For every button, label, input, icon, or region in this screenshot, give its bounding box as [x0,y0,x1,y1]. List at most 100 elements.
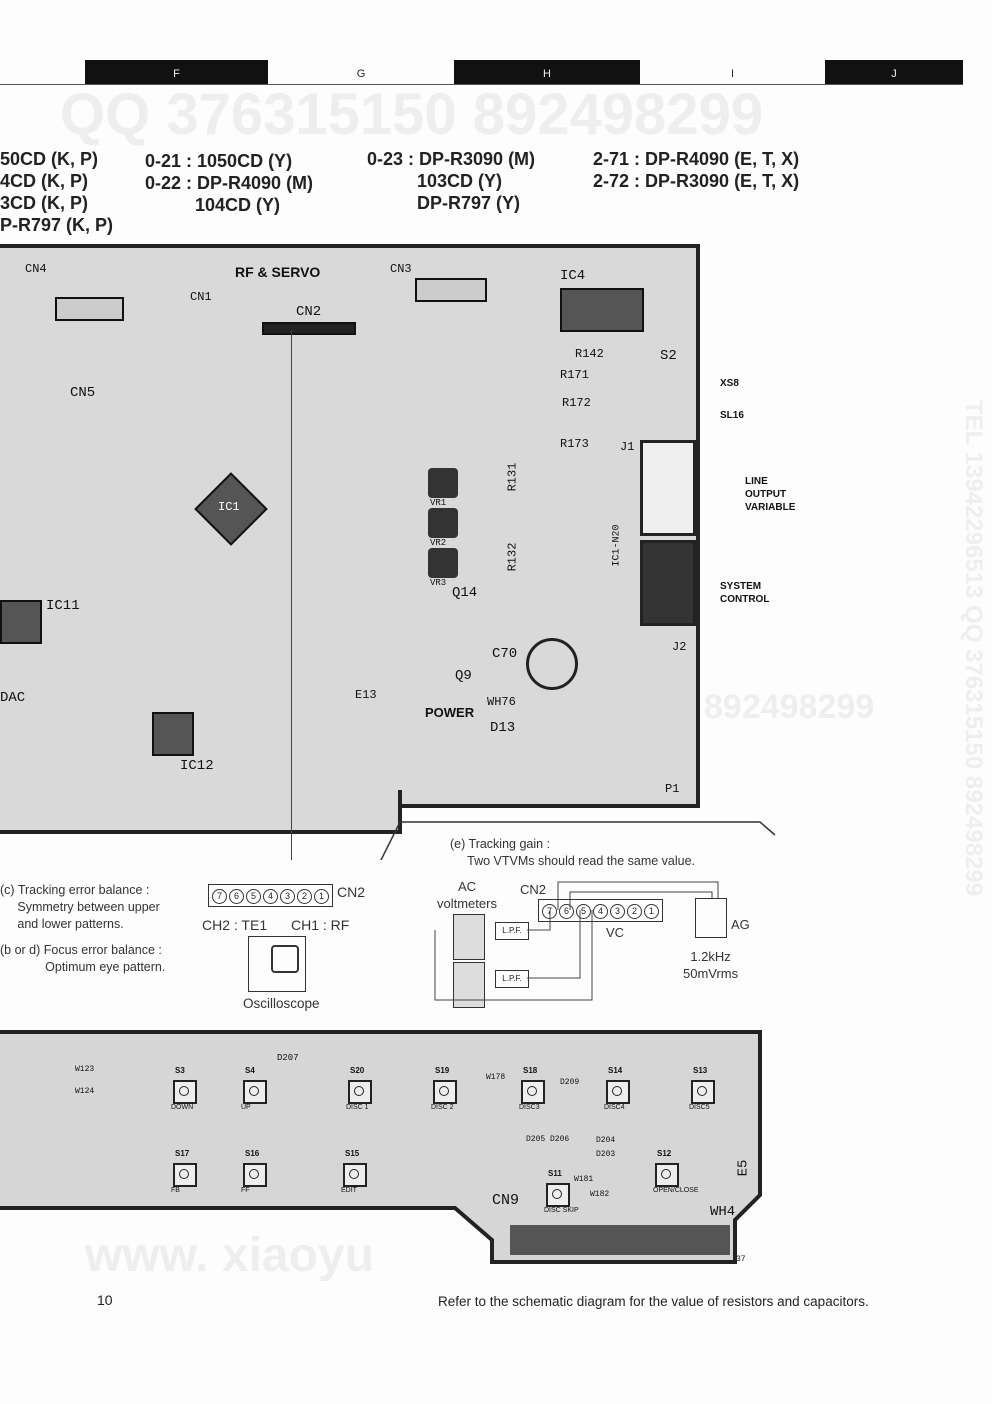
pin-2: 2 [297,889,312,904]
switch-disc3[interactable] [521,1080,545,1104]
label-dac: DAC [0,690,26,706]
rf-servo-board-tab [0,790,402,834]
switch-label: DISC5 [689,1104,710,1111]
switch-ref: S12 [657,1149,672,1158]
switch-ref: S18 [523,1066,538,1075]
cn4-connector [55,297,124,321]
label-w182: W182 [590,1190,610,1199]
ic4-chip [560,288,644,332]
column-tab-j: J [825,60,963,84]
signal-spec: 1.2kHz 50mVrms [683,949,739,981]
pin-5: 5 [576,904,591,919]
oscilloscope-label: Oscilloscope [243,996,320,1011]
switch-fb[interactable] [173,1163,197,1187]
sl16-label: SL16 [720,410,744,421]
model-list-2: 0-21 : 1050CD (Y) 0-22 : DP-R4090 (M) 10… [145,151,314,215]
label-wh76: WH76 [487,695,516,709]
label-cn5: CN5 [70,385,96,401]
label-ic12: IC12 [180,758,214,774]
pin-3: 3 [610,904,625,919]
ic11-chip [0,600,42,644]
label-wh4: WH4 [710,1204,736,1220]
pin-1: 1 [644,904,659,919]
label-ic4: IC4 [560,268,586,284]
switch-disc-1[interactable] [348,1080,372,1104]
label-cn3: CN3 [390,262,412,276]
tracking-error-note: (c) Tracking error balance : Symmetry be… [0,883,160,931]
switch-edit[interactable] [343,1163,367,1187]
switch-up[interactable] [243,1080,267,1104]
switch-disc5[interactable] [691,1080,715,1104]
cn3-connector [415,278,487,302]
label-j2: J2 [672,640,687,654]
label-power: POWER [425,705,475,720]
label-d13: D13 [490,720,516,736]
column-tab-f: F [85,60,268,84]
switch-label: DISC4 [604,1104,625,1111]
watermark-top: QQ 376315150 892498299 [60,82,764,147]
watermark-bottom: www. xiaoyu [85,1229,374,1282]
label-d204: D204 [596,1136,616,1145]
label-d209: D209 [560,1078,580,1087]
rf-servo-board [0,244,700,808]
label-d203: D203 [596,1150,616,1159]
switch-disc-skip[interactable] [546,1183,570,1207]
model-list-3: 0-23 : DP-R3090 (M) 103CD (Y) DP-R797 (Y… [367,149,536,213]
header-rule [0,84,963,85]
label-vr1: VR1 [430,498,447,508]
switch-label: OPEN/CLOSE [653,1187,699,1194]
focus-error-note: (b or d) Focus error balance : Optimum e… [0,943,166,974]
label-r142: R142 [575,347,604,361]
system-control-jack [640,540,696,626]
switch-disc4[interactable] [606,1080,630,1104]
label-r131: R131 [505,462,520,492]
label-q9: Q9 [455,668,472,684]
xs8-label: XS8 [720,378,739,389]
vr1-trimmer [428,468,458,498]
vr3-trimmer [428,548,458,578]
divider-line [380,821,776,860]
cn2-probe-line [291,330,292,860]
pin-1: 1 [314,889,329,904]
pin-5: 5 [246,889,261,904]
label-r171: R171 [560,368,589,382]
ac-voltmeters-label: AC voltmeters [437,879,497,911]
switch-ref: S3 [175,1066,185,1075]
switch-ref: S11 [548,1169,562,1178]
line-output-jack [640,440,696,536]
label-cn4: CN4 [25,262,47,276]
wiring-lines [434,881,719,1001]
cn2-connector [262,322,356,335]
vr2-trimmer [428,508,458,538]
switch-label: DISC 2 [431,1104,454,1111]
cn2-label: CN2 [337,884,366,900]
switch-label: DISC SKIP [544,1207,579,1214]
pin-2: 2 [627,904,642,919]
switch-ff[interactable] [243,1163,267,1187]
label-w123: W123 [75,1065,95,1074]
watermark-middle: 892498299 [704,688,875,726]
pin-6: 6 [229,889,244,904]
label-d205: D205 [526,1135,546,1144]
front-panel-board [0,1030,762,1264]
pin-3: 3 [280,889,295,904]
switch-disc-2[interactable] [433,1080,457,1104]
label-r132: R132 [505,542,520,572]
switch-label: EDIT [341,1187,357,1194]
label-cn1: CN1 [190,290,212,304]
switch-down[interactable] [173,1080,197,1104]
switch-label: DISC 1 [346,1104,369,1111]
switch-ref: S15 [345,1149,360,1158]
label-pin-37: 37 [736,1255,746,1264]
label-e13: E13 [355,688,377,702]
ic12-chip [152,712,194,756]
label-r173: R173 [560,437,589,451]
watermark-side: TEL 13942296513 QQ 376315150 892498299 [960,400,987,896]
pin-6: 6 [559,904,574,919]
vc-label: VC [606,925,625,940]
lpf-box: L.P.F. [495,970,529,988]
tracking-gain-note: (e) Tracking gain : Two VTVMs should rea… [450,837,696,868]
ag-label: AG [731,917,750,932]
switch-open-close[interactable] [655,1163,679,1187]
